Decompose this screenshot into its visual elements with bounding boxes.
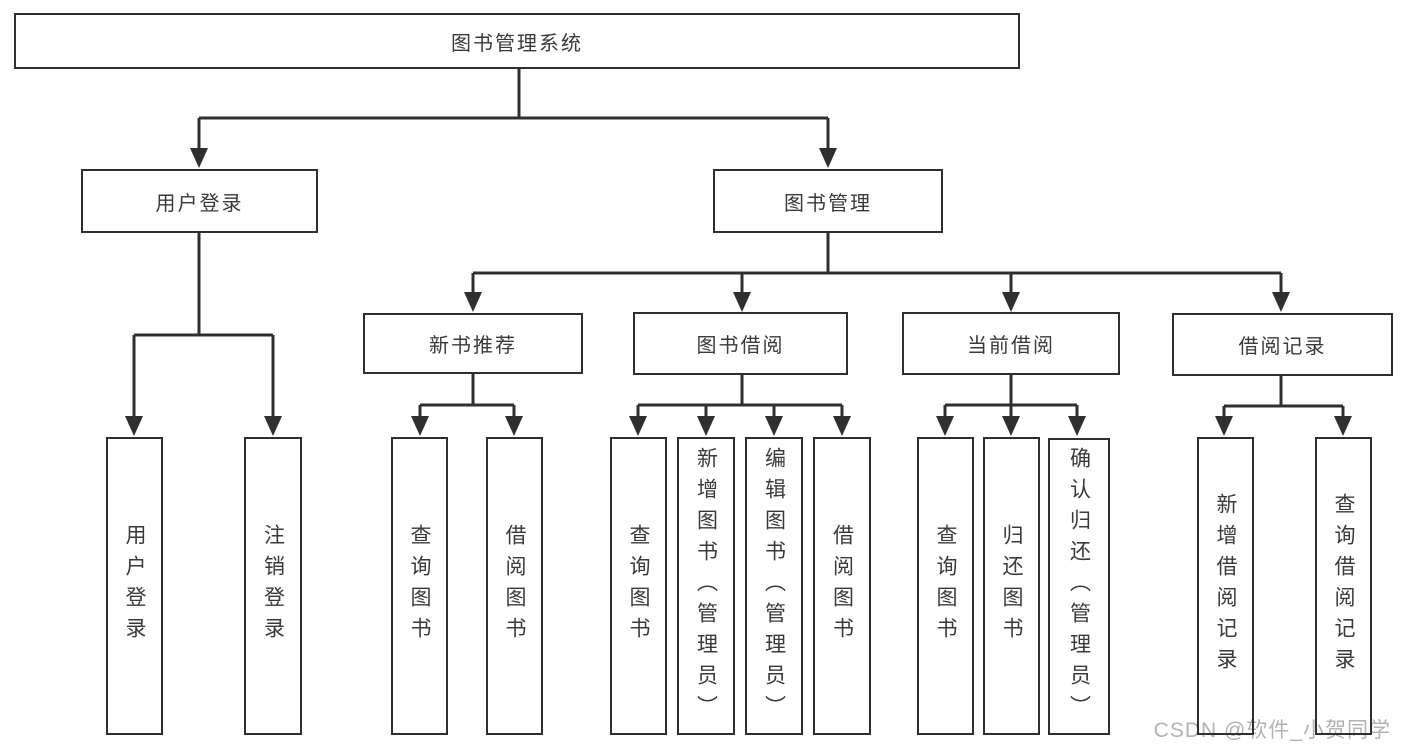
leaf-confirm-return-admin: 确认归还（管理员） (1048, 438, 1110, 735)
node-current-borrowing: 当前借阅 (902, 312, 1120, 375)
leaf-borrow-books: 借阅图书 (813, 437, 871, 735)
node-library-management-system: 图书管理系统 (14, 13, 1020, 69)
node-new-book-recommendation: 新书推荐 (363, 313, 583, 374)
leaf-query-books-current: 查询图书 (917, 437, 974, 735)
csdn-watermark: CSDN @软件_小贺同学 (1153, 719, 1391, 742)
leaf-add-books-admin: 新增图书（管理员） (677, 437, 735, 735)
node-user-login-module: 用户登录 (81, 169, 318, 233)
leaf-edit-books-admin: 编辑图书（管理员） (745, 437, 803, 735)
leaf-add-borrow-record: 新增借阅记录 (1197, 437, 1254, 735)
leaf-query-books-recommend: 查询图书 (391, 437, 448, 735)
node-book-management-module: 图书管理 (713, 169, 943, 233)
node-book-borrowing: 图书借阅 (633, 312, 848, 375)
leaf-user-login: 用户登录 (106, 437, 163, 735)
leaf-return-books: 归还图书 (983, 437, 1040, 735)
leaf-query-borrow-record: 查询借阅记录 (1315, 437, 1372, 735)
leaf-query-books-borrow: 查询图书 (610, 437, 667, 735)
leaf-borrow-books-recommend: 借阅图书 (486, 437, 543, 735)
node-borrowing-records: 借阅记录 (1172, 313, 1393, 376)
leaf-logout: 注销登录 (244, 437, 302, 735)
